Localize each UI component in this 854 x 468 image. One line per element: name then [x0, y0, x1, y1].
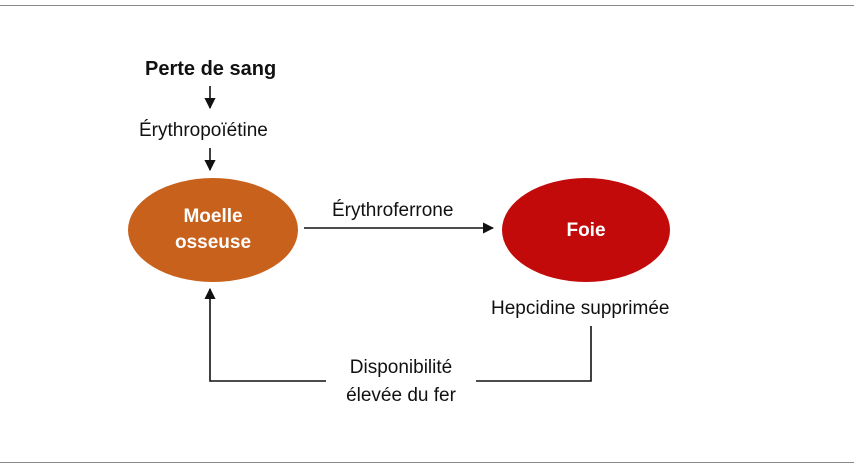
iron-availability-line-1: Disponibilité — [349, 357, 453, 378]
top-rule — [0, 5, 854, 6]
iron-availability-label: Disponibilité élevée du fer — [326, 354, 476, 410]
bone-marrow-line-2: osseuse — [174, 232, 252, 253]
bottom-rule — [0, 462, 854, 463]
blood-loss-label: Perte de sang — [145, 58, 277, 80]
bone-marrow-node — [128, 178, 298, 282]
iron-availability-line-2: élevée du fer — [346, 385, 456, 406]
liver-label: Foie — [566, 220, 606, 241]
hepcidin-label: Hepcidine supprimée — [491, 298, 670, 319]
erythroferrone-label: Érythroferrone — [332, 200, 454, 221]
bone-marrow-label: Moelle osseuse — [150, 204, 276, 256]
erythropoietin-label: Érythropoïétine — [139, 120, 268, 141]
bone-marrow-line-1: Moelle — [183, 206, 243, 227]
liver-node — [502, 178, 670, 282]
